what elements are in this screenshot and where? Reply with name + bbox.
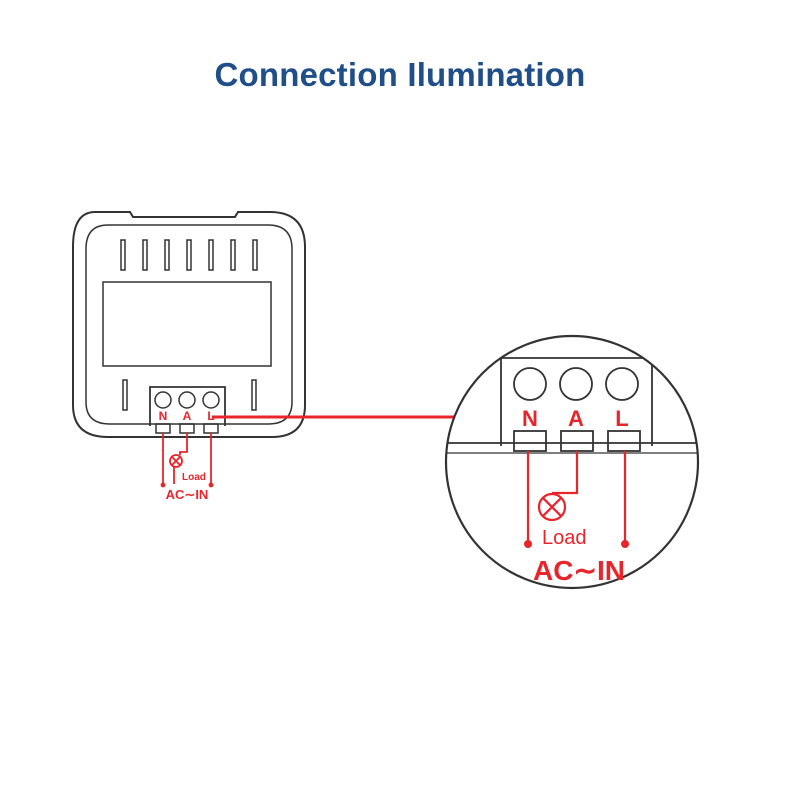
zoom-screw-a [559, 367, 593, 401]
zoom-terminal-n: N [522, 406, 538, 431]
device-terminal-l: L [207, 409, 214, 423]
zoom-detail [446, 357, 698, 454]
vent-slots-top [120, 239, 258, 271]
lamp-icon [169, 454, 183, 468]
zoom-screw-n [513, 367, 547, 401]
zoom-supply-label: AC∼IN [533, 555, 625, 586]
device-terminal-n: N [159, 409, 168, 423]
zoom-circle [444, 334, 700, 590]
switch-module [72, 211, 306, 438]
zoom-terminal-l: L [615, 406, 628, 431]
screw-a [178, 391, 196, 409]
zoom-lamp-icon [537, 492, 567, 522]
device-load-label: Load [182, 472, 206, 483]
screw-l [202, 391, 220, 409]
zoom-screw-l [605, 367, 639, 401]
zoom-terminal-a: A [568, 406, 584, 431]
device-terminal-a: A [183, 409, 192, 423]
zoom-load-label: Load [542, 527, 587, 549]
device-supply-label: AC∼IN [166, 487, 209, 502]
screw-n [154, 391, 172, 409]
zoom-wiring [526, 451, 627, 542]
label-panel [102, 281, 272, 367]
page-title: Connection Ilumination [214, 56, 586, 93]
device-wiring [162, 433, 212, 484]
